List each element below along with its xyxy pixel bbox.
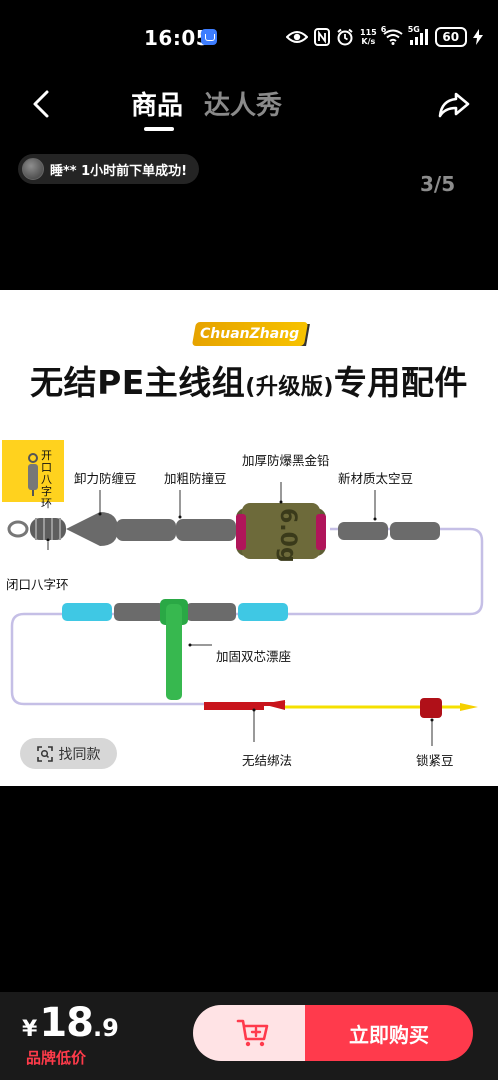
price-symbol: ¥ [22,1017,38,1042]
top-nav: 商品 达人秀 [0,72,498,142]
find-similar-label: 找同款 [58,746,101,763]
tab-creator-show[interactable]: 达人秀 [204,91,283,121]
price: ¥ 18 .9 [22,1000,119,1046]
app-notification-icon [201,29,217,45]
label-float-seat: 加固双芯漂座 [216,649,292,664]
back-button[interactable] [22,82,62,122]
share-button[interactable] [434,82,474,122]
chevron-left-icon [33,90,49,118]
label-closed-swivel: 闭口八字环 [6,577,69,592]
product-headline: 无结PE主线组(升级版)专用配件 [0,356,498,404]
recent-order-notice: 睡** 1小时前下单成功! [18,154,200,184]
order-notice-text: 睡** 1小时前下单成功! [50,163,188,179]
rig-diagram [7,453,484,746]
label-knotless-tie: 无结绑法 [242,753,293,768]
headline-tail: 专用配件 [333,363,468,402]
wifi-icon: 6 [381,25,403,45]
label-thick-bumper-bead: 加粗防撞豆 [164,471,227,486]
tab-product[interactable]: 商品 [131,91,184,121]
label-anti-tangle-bead: 卸力防缠豆 [74,471,137,486]
active-tab-indicator [144,127,174,131]
gallery-page-indicator: 3/5 [420,172,456,196]
add-to-cart-button[interactable] [193,1005,313,1061]
price-integer: 18 [39,1000,94,1046]
headline-main: 无结PE主线组 [30,363,246,402]
label-hollow-bead: 新材质太空豆 [338,471,414,486]
find-similar-button[interactable]: 找同款 [20,738,117,769]
nfc-icon [314,28,330,46]
price-tag: 品牌低价 [26,1049,87,1067]
alarm-icon [336,28,354,46]
closed-swivel-icon [7,518,66,550]
headline-small: (升级版) [245,375,334,400]
avatar [22,158,44,180]
open-swivel-label: 开口八字环 [41,449,52,510]
scan-icon [36,745,53,762]
share-icon [438,92,470,118]
open-swivel-icon [28,453,38,496]
buy-now-button[interactable]: 立即购买 [305,1005,473,1061]
eye-icon [286,29,308,45]
signal-icon: 5G [408,25,429,45]
cart-plus-icon [236,1019,269,1047]
charging-icon [472,29,483,45]
status-time: 16:05 [144,26,211,50]
price-decimal: .9 [92,1014,119,1042]
battery-icon: 60 [434,27,467,47]
label-lock-bead: 锁紧豆 [416,753,454,768]
label-sinker: 加厚防爆黑金铅 [242,453,330,468]
sinker-weight: 6.0g [275,508,300,563]
product-image[interactable]: ChuanZhang 无结PE主线组(升级版)专用配件 开口八字环 [0,290,498,786]
